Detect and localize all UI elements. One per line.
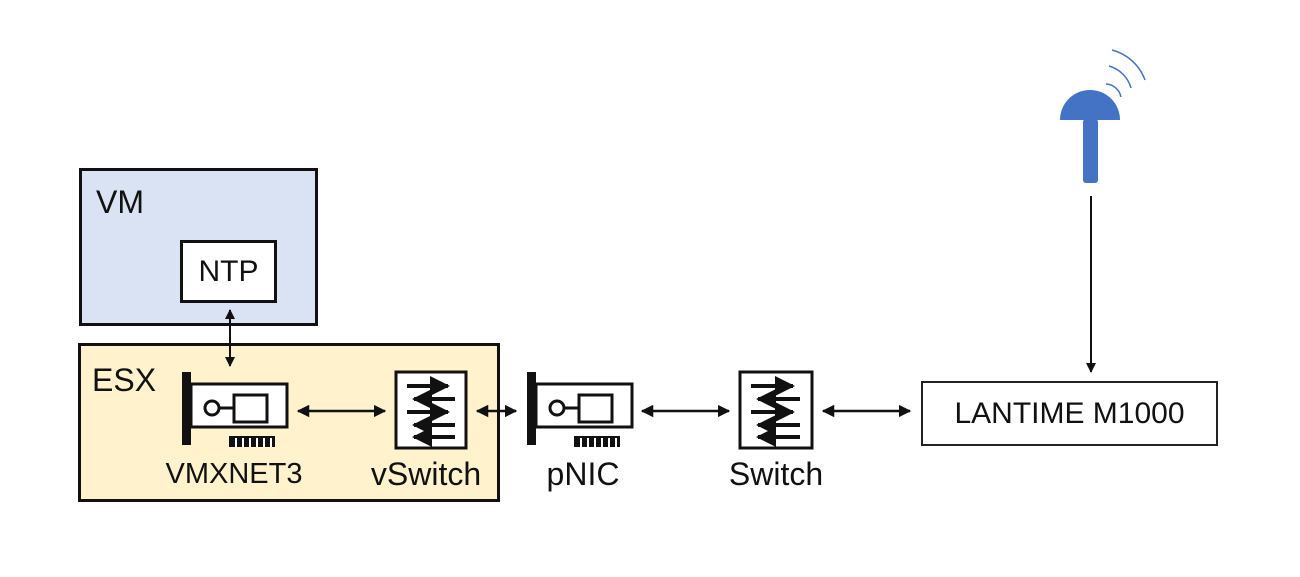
switch-label: Switch: [728, 456, 824, 492]
ntp-label: NTP: [198, 254, 259, 288]
vswitch-network-switch-icon: [394, 370, 468, 450]
vswitch-label: vSwitch: [370, 456, 482, 492]
ntp-box: NTP: [180, 240, 277, 303]
pnic-label: pNIC: [546, 456, 620, 492]
lantime-box: LANTIME M1000: [921, 381, 1218, 446]
vmxnet3-label: VMXNET3: [165, 458, 303, 490]
switch-network-switch-icon: [738, 370, 814, 450]
esx-label: ESX: [92, 362, 157, 398]
vm-label: VM: [96, 184, 144, 220]
pnic-network-card-icon: [527, 372, 634, 447]
lantime-label: LANTIME M1000: [954, 396, 1185, 430]
vmxnet3-network-card-icon: [182, 372, 289, 447]
esx-container: [78, 343, 500, 502]
gps-antenna-icon: [1060, 49, 1146, 183]
